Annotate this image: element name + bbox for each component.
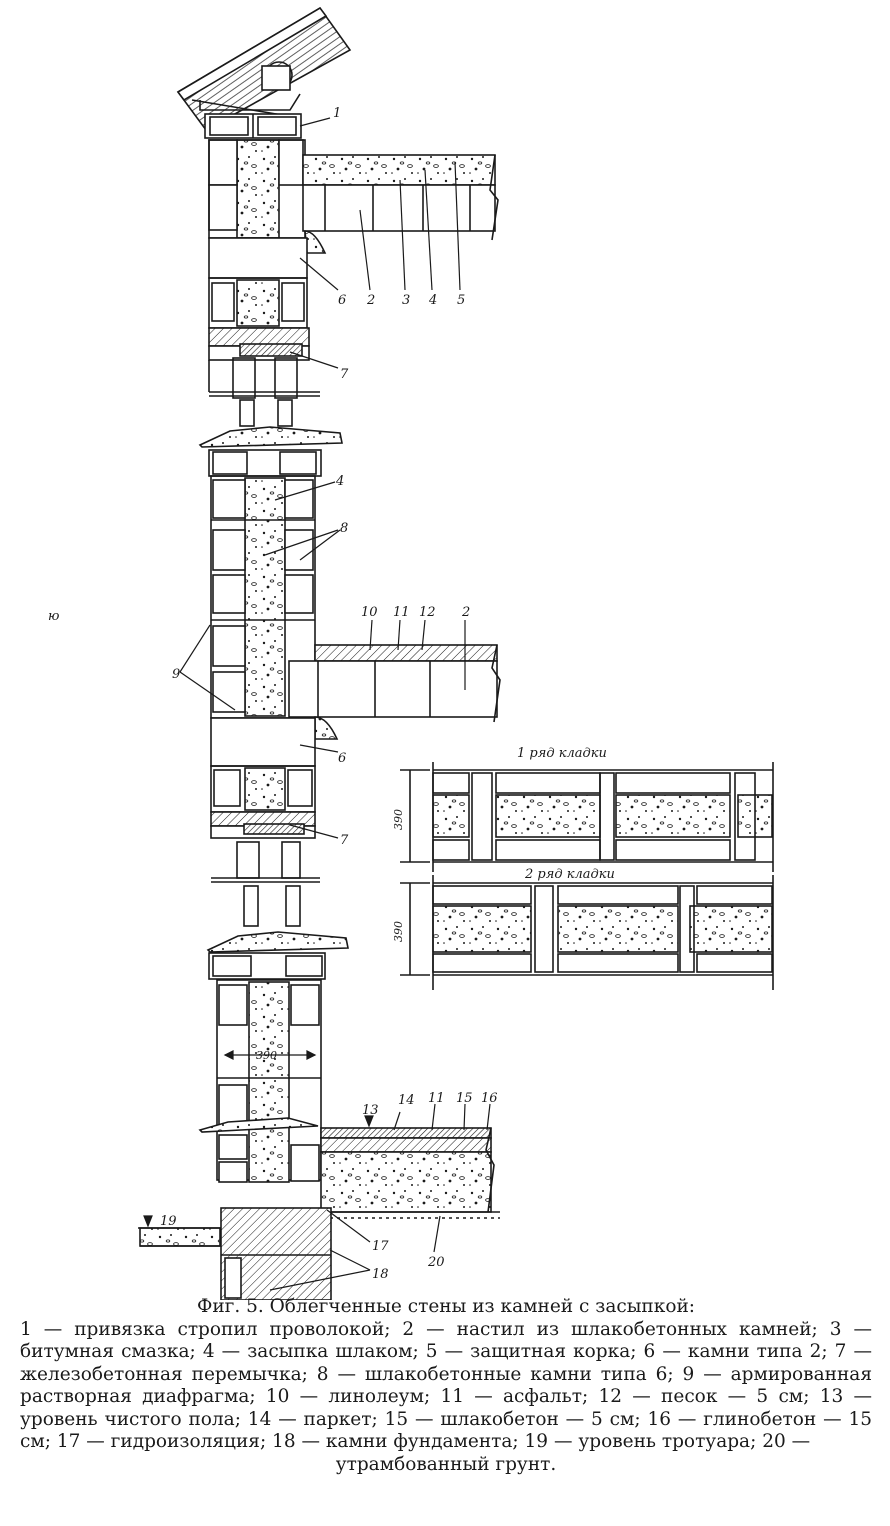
roof-rafter (176, 6, 352, 132)
callout-19: 19 (160, 1214, 177, 1229)
callout-6-mid: 6 (338, 751, 346, 766)
callout-14: 14 (398, 1093, 415, 1108)
masonry-detail-row1 (400, 762, 774, 872)
callout-2-mid: 2 (461, 605, 470, 620)
callout-10: 10 (361, 605, 378, 620)
callout-20: 20 (427, 1255, 445, 1270)
callout-11-mid: 11 (393, 605, 410, 620)
wall-section-drawing: 1 6 2 3 4 5 7 4 8 10 11 12 2 9 6 7 13 14… (48, 6, 774, 1300)
callout-7-mid: 7 (340, 833, 349, 848)
callout-17: 17 (372, 1239, 389, 1254)
callout-13: 13 (362, 1103, 379, 1118)
callout-labels: 1 6 2 3 4 5 7 4 8 10 11 12 2 9 6 7 13 14… (48, 106, 615, 1282)
leader-lines (143, 117, 491, 1291)
callout-12: 12 (419, 605, 436, 620)
wall-middle-section (206, 449, 501, 953)
callout-4-top: 4 (428, 293, 437, 308)
callout-11-bottom: 11 (428, 1091, 445, 1106)
detail-row1-dimension: 390 (392, 809, 405, 830)
wall-bottom-section (138, 952, 500, 1300)
callout-7-top: 7 (340, 367, 349, 382)
callout-9: 9 (172, 667, 180, 682)
callout-15: 15 (456, 1091, 473, 1106)
masonry-detail-row2 (400, 875, 774, 990)
callout-1: 1 (333, 106, 341, 121)
callout-6-top: 6 (338, 293, 346, 308)
callout-8: 8 (340, 521, 348, 536)
callout-5: 5 (457, 293, 465, 308)
wall-width-dimension: 390 (256, 1049, 277, 1062)
callout-4-mid: 4 (335, 474, 344, 489)
callout-18: 18 (372, 1267, 389, 1282)
caption-legend: 1 — привязка стропил проволокой; 2 — нас… (20, 1318, 872, 1453)
callout-2-top: 2 (366, 293, 375, 308)
detail-row2-title: 2 ряд кладки (524, 867, 615, 882)
caption-title: Фиг. 5. Облегченные стены из камней с за… (196, 1296, 696, 1317)
margin-mark: ю (48, 609, 59, 624)
detail-row2-dimension: 390 (392, 921, 405, 942)
callout-16: 16 (481, 1091, 498, 1106)
wall-top-section (198, 113, 499, 448)
detail-row1-title: 1 ряд кладки (517, 746, 607, 761)
callout-3: 3 (402, 293, 410, 308)
caption-legend-end: утрамбованный грунт. (335, 1453, 557, 1475)
figure-caption: Фиг. 5. Облегченные стены из камней с за… (20, 1296, 872, 1476)
